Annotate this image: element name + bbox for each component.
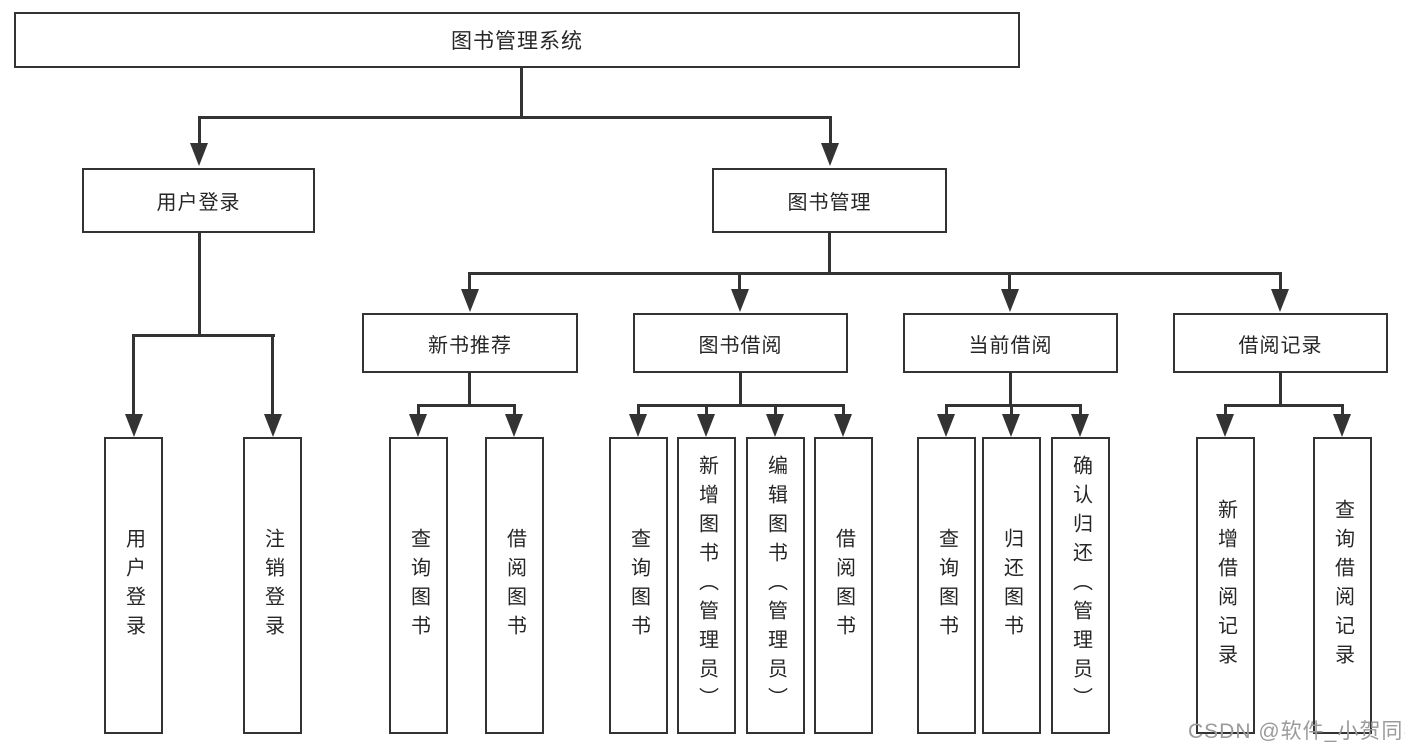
leaf-query-books-current: 查询图书	[917, 437, 976, 734]
connector-line	[1079, 404, 1082, 417]
leaf-confirm-return-admin: 确认归还（管理员）	[1051, 437, 1110, 734]
node-book-borrowing: 图书借阅	[633, 313, 848, 373]
leaf-query-books-borrowing: 查询图书	[609, 437, 668, 734]
connector-line	[198, 116, 201, 145]
arrow-down-icon	[190, 143, 208, 166]
leaf-add-books-admin: 新增图书（管理员）	[677, 437, 736, 734]
connector-line	[829, 116, 832, 145]
connector-line	[1224, 404, 1227, 417]
connector-line	[945, 404, 1082, 407]
arrow-down-icon	[1216, 414, 1234, 437]
node-user-login: 用户登录	[82, 168, 315, 233]
arrow-down-icon	[697, 414, 715, 437]
node-book-management: 图书管理	[712, 168, 947, 233]
arrow-down-icon	[1333, 414, 1351, 437]
connector-line	[520, 66, 523, 119]
connector-line	[637, 404, 640, 417]
connector-line	[637, 404, 845, 407]
connector-line	[417, 404, 516, 407]
connector-line	[842, 404, 845, 417]
connector-line	[468, 272, 471, 290]
leaf-query-borrow-record: 查询借阅记录	[1313, 437, 1372, 734]
arrow-down-icon	[125, 414, 143, 437]
connector-line	[1279, 373, 1282, 407]
arrow-down-icon	[821, 143, 839, 166]
arrow-down-icon	[461, 289, 479, 312]
arrow-down-icon	[1002, 414, 1020, 437]
arrow-down-icon	[937, 414, 955, 437]
connector-line	[198, 116, 832, 119]
connector-line	[513, 404, 516, 417]
leaf-borrow-books-recommend: 借阅图书	[485, 437, 544, 734]
node-library-management-system: 图书管理系统	[14, 12, 1020, 68]
arrow-down-icon	[834, 414, 852, 437]
connector-line	[705, 404, 708, 417]
leaf-borrow-books-borrowing: 借阅图书	[814, 437, 873, 734]
connector-line	[198, 233, 201, 337]
csdn-watermark: CSDN @软件_小贺同学	[1188, 720, 1405, 743]
arrow-down-icon	[766, 414, 784, 437]
connector-line	[774, 404, 777, 417]
arrow-down-icon	[1001, 289, 1019, 312]
leaf-edit-books-admin: 编辑图书（管理员）	[746, 437, 805, 734]
arrow-down-icon	[409, 414, 427, 437]
connector-line	[468, 272, 1282, 275]
arrow-down-icon	[505, 414, 523, 437]
connector-line	[1008, 272, 1011, 290]
arrow-down-icon	[1071, 414, 1089, 437]
arrow-down-icon	[264, 414, 282, 437]
connector-line	[468, 373, 471, 407]
connector-line	[828, 233, 831, 275]
leaf-query-books-recommend: 查询图书	[389, 437, 448, 734]
connector-line	[1009, 373, 1012, 407]
arrow-down-icon	[629, 414, 647, 437]
connector-line	[417, 404, 420, 417]
connector-line	[1224, 404, 1344, 407]
connector-line	[945, 404, 948, 417]
arrow-down-icon	[1271, 289, 1289, 312]
connector-line	[738, 272, 741, 290]
connector-line	[132, 334, 135, 416]
node-current-borrowing: 当前借阅	[903, 313, 1118, 373]
node-borrowing-records: 借阅记录	[1173, 313, 1388, 373]
connector-line	[1279, 272, 1282, 290]
arrow-down-icon	[731, 289, 749, 312]
connector-line	[1010, 404, 1013, 417]
connector-line	[132, 334, 275, 337]
leaf-user-login: 用户登录	[104, 437, 163, 734]
leaf-return-books: 归还图书	[982, 437, 1041, 734]
node-new-book-recommend: 新书推荐	[362, 313, 578, 373]
leaf-add-borrow-record: 新增借阅记录	[1196, 437, 1255, 734]
connector-line	[271, 334, 274, 416]
connector-line	[1341, 404, 1344, 417]
leaf-logout: 注销登录	[243, 437, 302, 734]
connector-line	[739, 373, 742, 407]
